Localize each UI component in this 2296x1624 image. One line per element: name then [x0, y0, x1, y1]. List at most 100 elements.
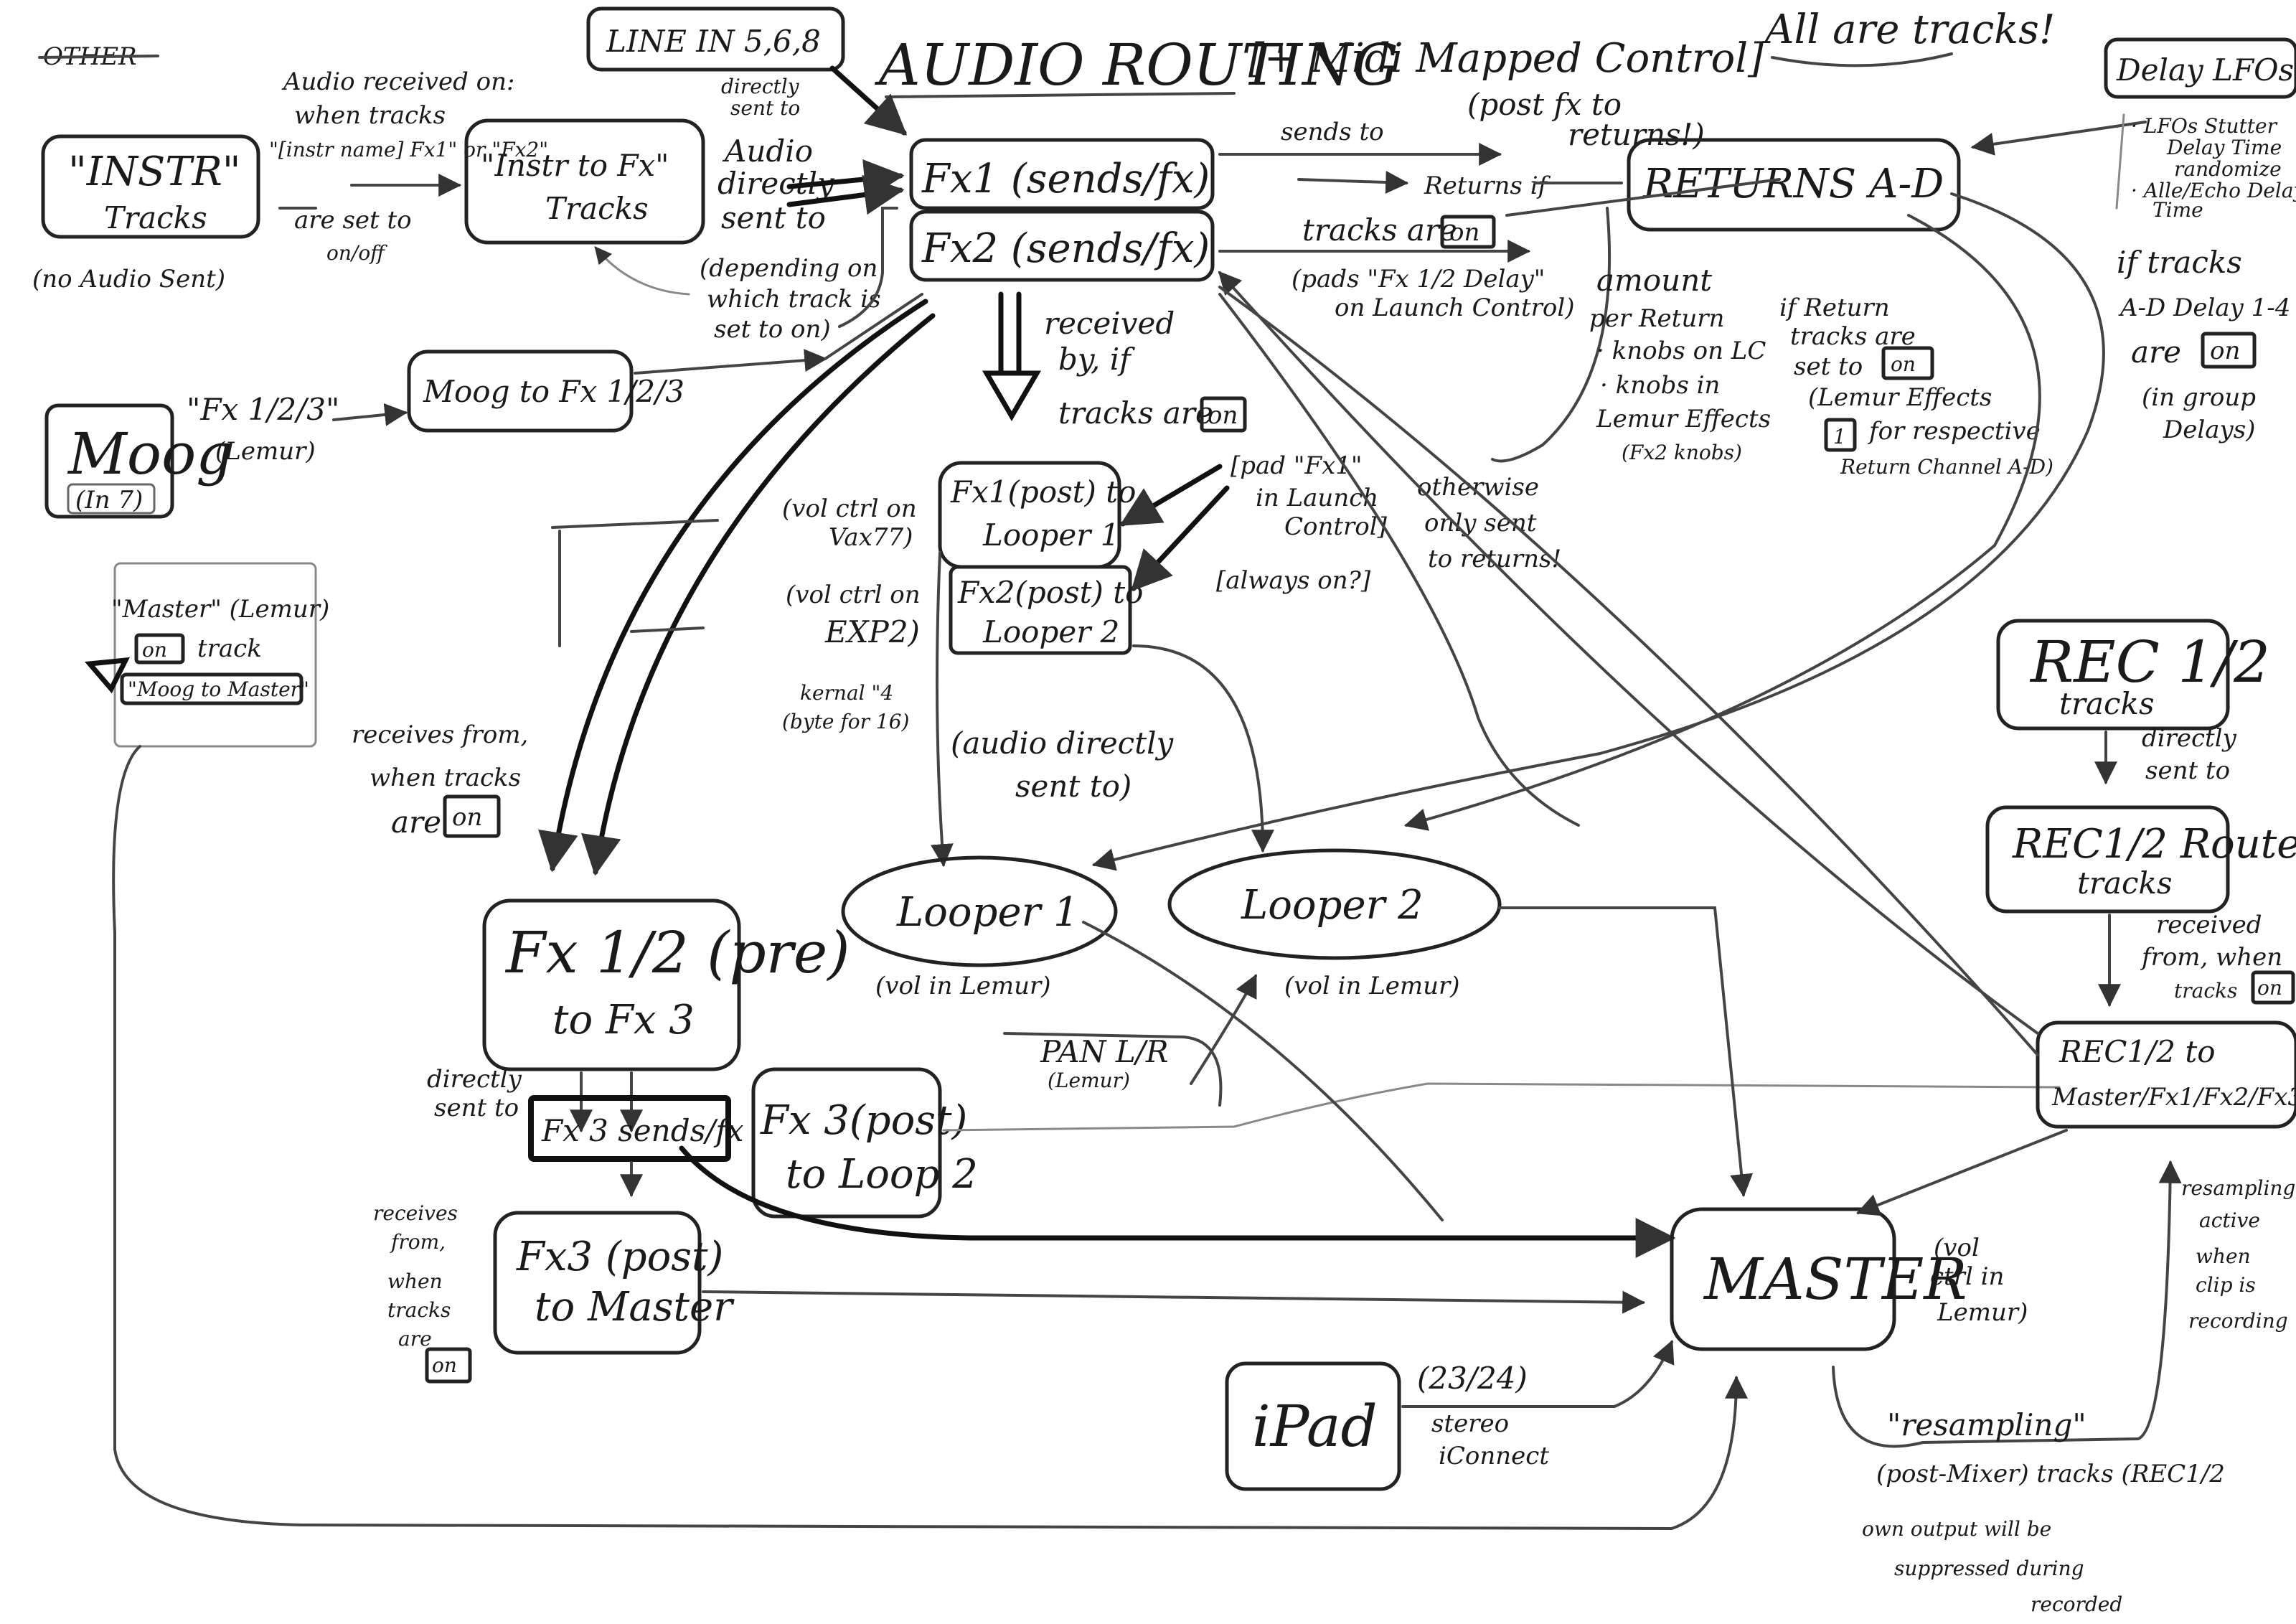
svg-text:iConnect: iConnect [1439, 1442, 1549, 1470]
svg-text:which track is: which track is [707, 285, 881, 314]
svg-text:sends to: sends to [1281, 118, 1384, 146]
annotation-directly-sent-2: directly sent to [427, 1065, 522, 1122]
svg-text:"resampling": "resampling" [1887, 1407, 2086, 1442]
ipad-label: iPad [1252, 1393, 1378, 1460]
svg-text:Fx 3 sends/fx: Fx 3 sends/fx [541, 1113, 744, 1148]
svg-text:set to on): set to on) [714, 315, 831, 344]
svg-text:REC1/2 to: REC1/2 to [2059, 1034, 2216, 1069]
svg-text:are: are [398, 1327, 432, 1351]
svg-text:Return Channel A-D): Return Channel A-D) [1840, 455, 2053, 479]
annotation-kernal: kernal "4 (byte for 16) [782, 681, 909, 733]
svg-text:when tracks: when tracks [294, 101, 446, 130]
svg-text:(23/24): (23/24) [1417, 1361, 1528, 1396]
svg-text:"Fx 1/2/3": "Fx 1/2/3" [187, 392, 339, 427]
svg-text:Fx 3(post): Fx 3(post) [760, 1097, 967, 1144]
node-rec12-master: REC1/2 to Master/Fx1/Fx2/Fx3 [2036, 1020, 2296, 1129]
svg-text:EXP2): EXP2) [824, 614, 920, 649]
annotation-received-by: received by, if tracks are on [1044, 306, 1247, 433]
annotation-vol-exp: (vol ctrl on EXP2) [786, 581, 921, 649]
annotation-depending: (depending on which track is set to on) [700, 254, 881, 344]
svg-text:when: when [2196, 1244, 2251, 1268]
node-moog: Moog (In 7) [44, 403, 232, 519]
svg-text:Looper 1: Looper 1 [982, 517, 1119, 553]
node-fx12-fx3: Fx 1/2 (pre) to Fx 3 [482, 898, 850, 1071]
svg-text:Fx1(post) to: Fx1(post) to [950, 474, 1136, 510]
svg-text:Audio received on:: Audio received on: [281, 67, 515, 96]
svg-text:· knobs in: · knobs in [1600, 371, 1720, 400]
svg-text:sent to: sent to [721, 200, 826, 235]
svg-text:amount: amount [1596, 263, 1712, 298]
svg-text:REC1/2 Route: REC1/2 Route [2012, 821, 2296, 868]
looper2-vol: (vol in Lemur) [1284, 972, 1460, 1000]
svg-text:(vol ctrl on: (vol ctrl on [786, 581, 921, 609]
svg-text:randomize: randomize [2174, 157, 2282, 181]
node-instr-to-fx: "Instr to Fx" Tracks [464, 118, 705, 245]
svg-text:recording: recording [2188, 1309, 2288, 1333]
svg-text:by, if: by, if [1058, 342, 1135, 377]
svg-text:tracks: tracks [2174, 979, 2237, 1003]
moog-to-fx-label: Moog to Fx 1/2/3 [423, 374, 684, 409]
svg-text:(vol: (vol [1934, 1234, 1980, 1262]
annotation-audio-directly-2: (audio directly sent to) [951, 726, 1175, 804]
looper1-label: Looper 1 [896, 889, 1079, 936]
svg-text:A-D Delay 1-4: A-D Delay 1-4 [2118, 294, 2290, 322]
svg-text:are: are [2131, 334, 2181, 370]
svg-text:to Fx 3: to Fx 3 [552, 997, 695, 1043]
node-fx1-looper1: Fx1(post) to Looper 1 [938, 461, 1136, 569]
master-label: MASTER [1703, 1246, 1967, 1313]
svg-text:Fx 1/2 (pre): Fx 1/2 (pre) [504, 919, 850, 986]
svg-text:(Lemur Effects: (Lemur Effects [1808, 383, 1992, 412]
svg-text:Returns if: Returns if [1424, 172, 1551, 200]
svg-text:from, when: from, when [2140, 943, 2282, 972]
node-looper2: Looper 2 [1167, 848, 1502, 960]
svg-text:sent to: sent to [434, 1094, 519, 1122]
svg-text:"[instr name] Fx1" or "Fx2": "[instr name] Fx1" or "Fx2" [269, 138, 548, 161]
node-rec12-tracks: REC 1/2 tracks [1996, 619, 2270, 731]
annotation-receives-from: receives from, when tracks are on [352, 721, 528, 840]
svg-text:stereo: stereo [1431, 1409, 1509, 1438]
svg-text:on: on [432, 1353, 457, 1377]
node-rec12-route: REC1/2 Route tracks [1985, 805, 2296, 914]
node-moog-to-fx: Moog to Fx 1/2/3 [407, 349, 684, 433]
svg-text:suppressed during: suppressed during [1894, 1557, 2084, 1580]
svg-text:received: received [1044, 306, 1175, 341]
node-delay-lfos: Delay LFOs [2104, 37, 2296, 99]
annotation-vol-vax: (vol ctrl on Vax77) [782, 494, 917, 552]
svg-text:set to: set to [1794, 352, 1863, 381]
annotation-pads: (pads "Fx 1/2 Delay" on Launch Control) [1292, 265, 1574, 322]
svg-text:(post-Mixer) tracks (REC1/2: (post-Mixer) tracks (REC1/2 [1876, 1460, 2225, 1488]
title-main: AUDIO ROUTING [874, 32, 1398, 98]
annotation-fx123-lemur: "Fx 1/2/3" (Lemur) [187, 392, 339, 466]
svg-text:· knobs on LC: · knobs on LC [1596, 337, 1766, 365]
svg-text:on/off: on/off [326, 241, 387, 265]
svg-text:kernal "4: kernal "4 [800, 681, 893, 705]
svg-text:if Return: if Return [1779, 294, 1890, 322]
moog-label: Moog [67, 421, 232, 487]
svg-text:Delays): Delays) [2163, 416, 2255, 444]
node-master: MASTER [1670, 1207, 1967, 1351]
annotation-directly-sent: directly sent to [721, 75, 800, 120]
instr-note: (no Audio Sent) [32, 265, 225, 294]
svg-text:ctrl in: ctrl in [1930, 1262, 2004, 1291]
svg-text:on: on [1208, 401, 1238, 430]
svg-text:sent to: sent to [2145, 756, 2230, 785]
svg-text:Fx3 (post): Fx3 (post) [516, 1234, 723, 1280]
looper1-vol: (vol in Lemur) [875, 972, 1051, 1000]
svg-text:on: on [142, 638, 167, 662]
svg-text:(Fx2 knobs): (Fx2 knobs) [1622, 441, 1742, 464]
fx1-label: Fx1 (sends/fx) [921, 156, 1210, 202]
svg-text:Control]: Control] [1284, 512, 1388, 541]
svg-text:otherwise: otherwise [1417, 473, 1539, 502]
received-arrow-head [982, 370, 1042, 421]
svg-text:own output will be: own output will be [1862, 1517, 2051, 1541]
svg-text:receives from,: receives from, [352, 721, 528, 749]
svg-text:(in group: (in group [2142, 383, 2256, 412]
annotation-if-return: if Return tracks are set to on (Lemur Ef… [1779, 294, 2053, 479]
svg-text:(pads "Fx 1/2 Delay": (pads "Fx 1/2 Delay" [1292, 265, 1545, 294]
svg-text:on Launch Control): on Launch Control) [1335, 294, 1574, 322]
svg-text:Audio: Audio [722, 133, 813, 169]
svg-text:received: received [2156, 911, 2262, 939]
svg-text:Lemur): Lemur) [1937, 1298, 2028, 1327]
line-in-label: LINE IN 5,6,8 [606, 24, 821, 59]
arrow-linein-fx1 [829, 65, 908, 136]
